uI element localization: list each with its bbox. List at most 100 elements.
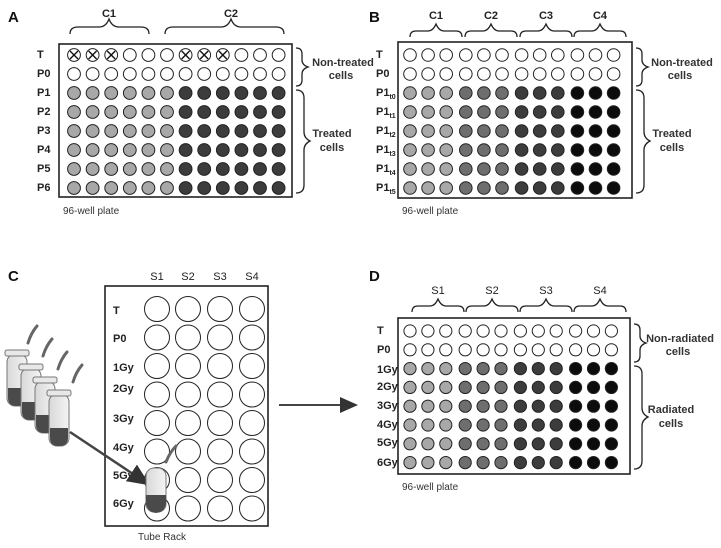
tube-holes	[144, 296, 265, 522]
well-b	[439, 143, 454, 157]
well-b	[532, 162, 547, 176]
transfer-arrow	[69, 430, 151, 486]
tube-hole	[175, 296, 201, 322]
well-d	[531, 324, 545, 338]
label-a-untreated-2: cells	[329, 70, 353, 82]
well-b	[532, 48, 547, 62]
panel-d: D T P0 1Gy 2Gy 3Gy 4Gy 5Gy 6Gy S1 S2 S3 …	[369, 268, 714, 493]
well-d	[421, 399, 435, 413]
well-d	[421, 380, 435, 394]
well-d	[569, 362, 583, 376]
well-b	[570, 86, 585, 100]
label-a-treated-1: Treated	[312, 128, 351, 140]
brace-b-treated	[635, 89, 652, 194]
well-cross-mark	[181, 50, 191, 60]
well-d	[403, 418, 417, 432]
brace-d-s1	[411, 297, 465, 313]
well-d	[604, 343, 619, 357]
well-a	[234, 86, 249, 100]
well-a	[67, 162, 81, 176]
well-a	[253, 124, 267, 138]
row-label-a-p5: P5	[37, 163, 50, 175]
well-a	[197, 143, 212, 157]
well-b	[403, 162, 417, 176]
label-d-untreated-2: cells	[666, 346, 690, 358]
well-cross-mark	[199, 50, 209, 60]
well-d	[494, 437, 508, 451]
well-d	[513, 362, 528, 376]
well-d	[586, 456, 601, 470]
brace-a-c1	[69, 17, 150, 35]
well-b	[532, 124, 547, 138]
well-b	[532, 86, 547, 100]
well-b	[459, 67, 473, 81]
well-a	[234, 105, 249, 119]
well-b	[570, 181, 585, 195]
well-b	[532, 143, 547, 157]
row-label-a-p0: P0	[37, 68, 50, 80]
tube-hole	[239, 296, 265, 322]
well-a	[85, 67, 100, 81]
well-b	[514, 143, 529, 157]
tube-hole	[239, 438, 265, 465]
well-a	[215, 105, 230, 119]
well-b	[514, 162, 529, 176]
well-a	[85, 124, 100, 138]
group-label-a-c1: C1	[102, 8, 116, 20]
well-b	[570, 162, 585, 176]
well-d	[604, 324, 619, 338]
well-a	[160, 143, 174, 157]
well-grid-b	[403, 48, 621, 195]
well-d	[494, 456, 508, 470]
brace-d-s3	[519, 297, 573, 313]
tube-hole	[207, 495, 233, 522]
label-d-untreated-1: Non-radiated	[646, 333, 714, 345]
well-a	[160, 86, 174, 100]
tube-hole	[175, 410, 201, 436]
well-d	[604, 418, 619, 432]
label-b-treated-2: cells	[660, 142, 684, 154]
well-a	[67, 86, 81, 100]
well-b	[477, 86, 491, 100]
well-b	[551, 105, 565, 119]
row-label-c-1gy: 1Gy	[113, 362, 135, 374]
well-d	[531, 399, 545, 413]
brace-b-c4	[573, 22, 627, 38]
tube-hole	[144, 381, 170, 408]
well-b	[606, 105, 621, 119]
tube-hole	[144, 353, 170, 379]
well-d	[494, 380, 508, 394]
well-a	[122, 143, 137, 157]
well-d	[586, 418, 601, 432]
well-d	[421, 362, 435, 376]
well-b	[421, 124, 435, 138]
well-a	[271, 48, 286, 62]
row-label-d-t: T	[377, 325, 384, 337]
well-a	[234, 181, 249, 195]
well-a	[178, 67, 193, 81]
row-labels-b: T P0 P1t0 P1t1 P1t2 P1t3 P1t4 P1t5	[376, 49, 396, 196]
well-a	[104, 124, 119, 138]
well-b	[459, 48, 473, 62]
tube-hole	[239, 495, 265, 522]
well-b	[588, 67, 603, 81]
well-b	[570, 105, 585, 119]
group-label-b-c1: C1	[429, 10, 443, 22]
well-a	[67, 143, 81, 157]
well-d	[494, 362, 508, 376]
column-label-c-s1: S1	[150, 271, 163, 283]
well-d	[586, 437, 601, 451]
well-b	[477, 143, 491, 157]
row-label-c-2gy: 2Gy	[113, 383, 135, 395]
well-d	[513, 418, 528, 432]
well-d	[513, 437, 528, 451]
row-label-a-p6: P6	[37, 182, 50, 194]
well-d	[569, 418, 583, 432]
well-b	[439, 181, 454, 195]
row-label-a-p3: P3	[37, 125, 50, 137]
panel-letter-d: D	[369, 268, 380, 285]
label-b-untreated-1: Non-treated	[651, 57, 713, 69]
well-b	[477, 48, 491, 62]
well-a	[141, 86, 156, 100]
tube-hole	[207, 410, 233, 436]
